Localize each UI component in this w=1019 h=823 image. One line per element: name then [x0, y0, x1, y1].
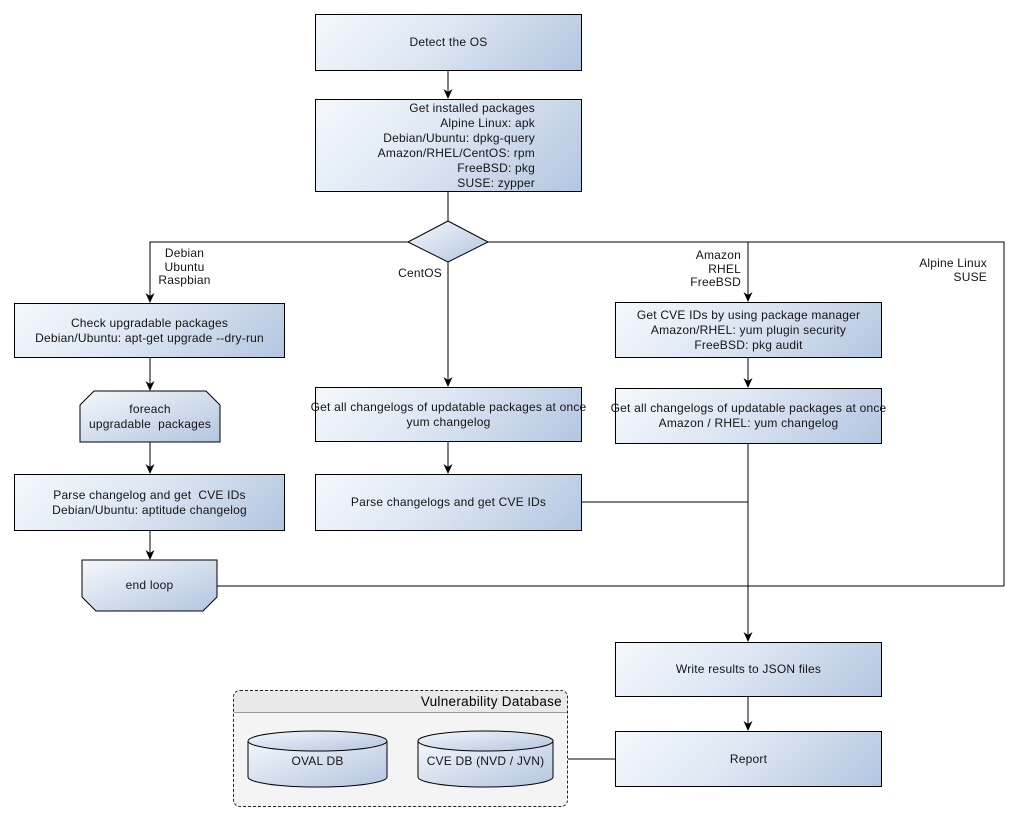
node-report: Report [615, 731, 882, 787]
node-parse-changelog-debian: Parse changelog and get CVE IDs Debian/U… [14, 474, 285, 531]
node-get-changelogs-centos-label: Get all changelogs of updatable packages… [310, 399, 587, 429]
node-get-cve-ids-package-manager-label: Get CVE IDs by using package manager Ama… [636, 307, 861, 352]
node-detect-os-label: Detect the OS [409, 35, 488, 49]
branch-label-alpine-suse: Alpine Linux SUSE [919, 256, 987, 284]
node-detect-os: Detect the OS [315, 14, 582, 71]
node-parse-changelog-debian-label: Parse changelog and get CVE IDs Debian/U… [52, 487, 247, 517]
decision-diamond [406, 220, 490, 263]
node-check-upgradable-packages: Check upgradable packages Debian/Ubuntu:… [14, 303, 285, 358]
node-parse-changelogs-centos: Parse changelogs and get CVE IDs [315, 474, 582, 531]
loop-start-label: foreach upgradable packages [88, 401, 212, 431]
node-get-changelogs-centos: Get all changelogs of updatable packages… [311, 387, 586, 442]
node-report-label: Report [729, 751, 768, 766]
vulnerability-database-title: Vulnerability Database [420, 694, 562, 709]
vulnerability-database-titlebar: Vulnerability Database [234, 691, 567, 713]
node-check-upgradable-packages-label: Check upgradable packages Debian/Ubuntu:… [35, 315, 264, 345]
loop-end-label: end loop [125, 578, 174, 592]
branch-label-amazon-rhel-freebsd: Amazon RHEL FreeBSD [690, 248, 741, 289]
node-get-changelogs-amazon-rhel-label: Get all changelogs of updatable packages… [610, 401, 887, 430]
node-write-results-json-label: Write results to JSON files [675, 662, 822, 676]
branch-label-debian-ubuntu-raspbian: Debian Ubuntu Raspbian [158, 246, 211, 287]
node-write-results-json: Write results to JSON files [615, 642, 882, 697]
node-get-cve-ids-package-manager: Get CVE IDs by using package manager Ama… [615, 302, 882, 358]
cve-db-label: CVE DB (NVD / JVN) [426, 753, 545, 768]
branch-label-centos: CentOS [398, 266, 442, 280]
node-get-changelogs-amazon-rhel: Get all changelogs of updatable packages… [611, 388, 886, 444]
node-get-installed-packages: Get installed packages Alpine Linux: apk… [315, 99, 582, 192]
oval-db-label: OVAL DB [291, 753, 344, 768]
node-parse-changelogs-centos-label: Parse changelogs and get CVE IDs [350, 495, 547, 509]
node-get-installed-packages-label: Get installed packages Alpine Linux: apk… [377, 100, 535, 190]
